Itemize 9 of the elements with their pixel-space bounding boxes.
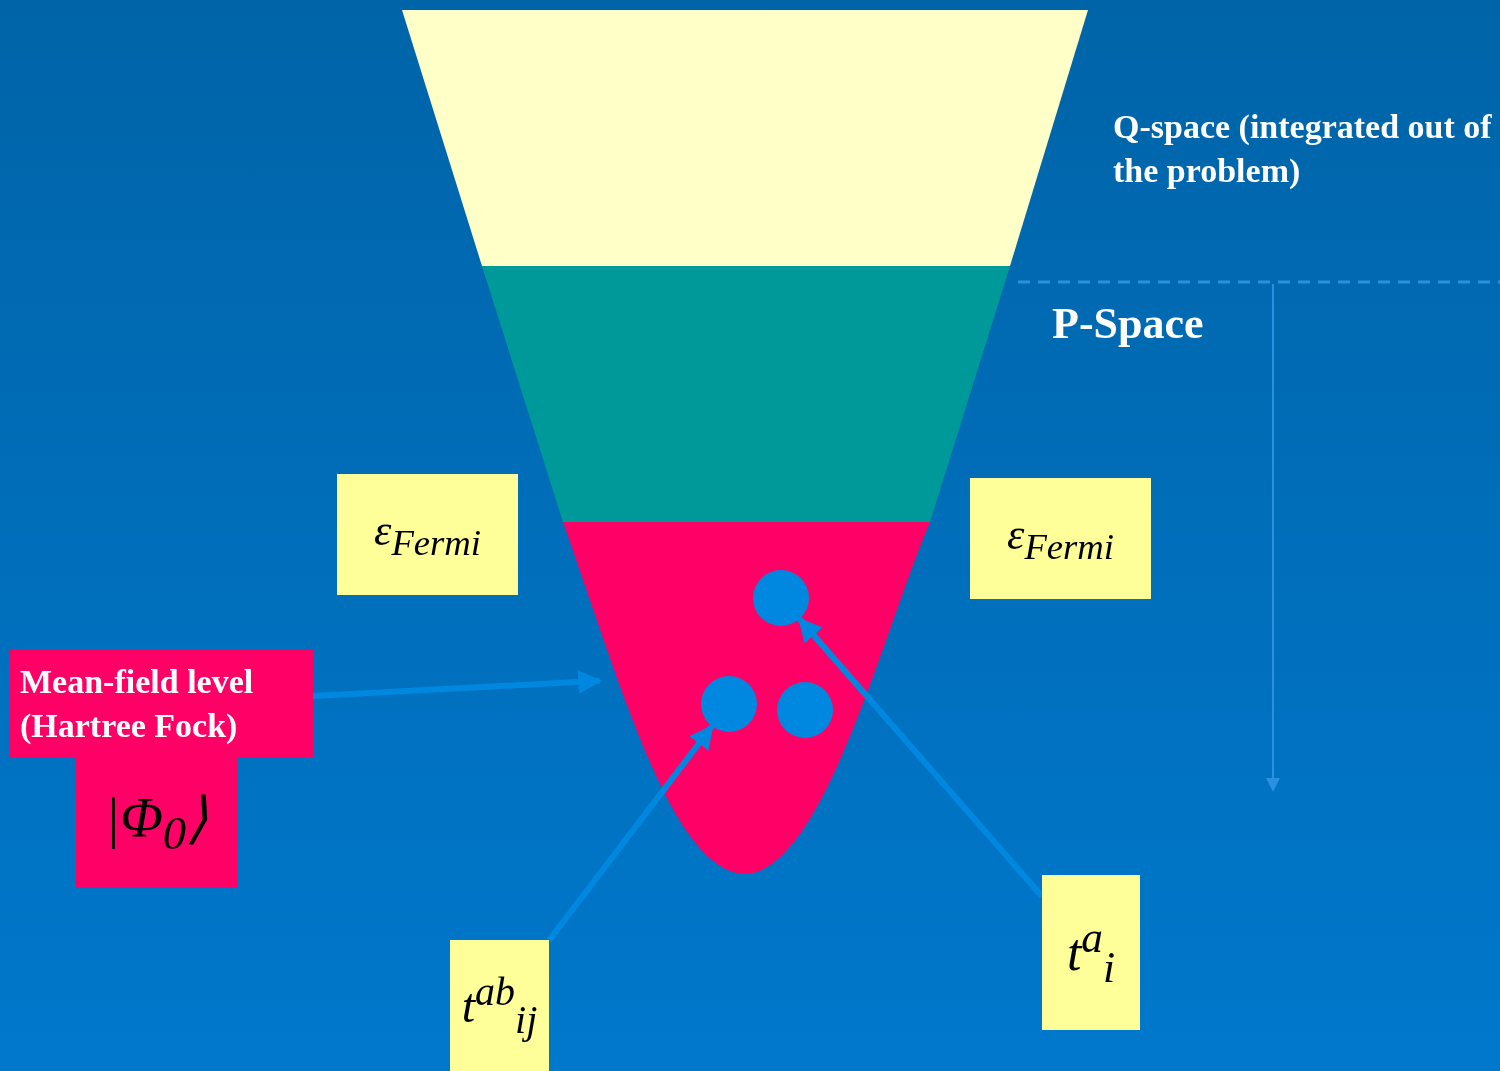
arrow <box>797 617 1045 899</box>
fermi-energy-label: ε$_{Fermi}$ <box>970 478 1151 599</box>
p-space-label: P-Space <box>1052 298 1205 350</box>
mean-field-box: Mean-field level (Hartree Fock) <box>10 650 313 758</box>
q-space-note: Q-space (integrated out of the problem) <box>1113 107 1493 192</box>
arrow <box>312 670 603 699</box>
arrow <box>546 724 715 943</box>
reference-state-box: |Φ$_{0}$⟩ <box>76 758 237 888</box>
fermi-energy-label: ε$_{Fermi}$ <box>337 474 518 595</box>
